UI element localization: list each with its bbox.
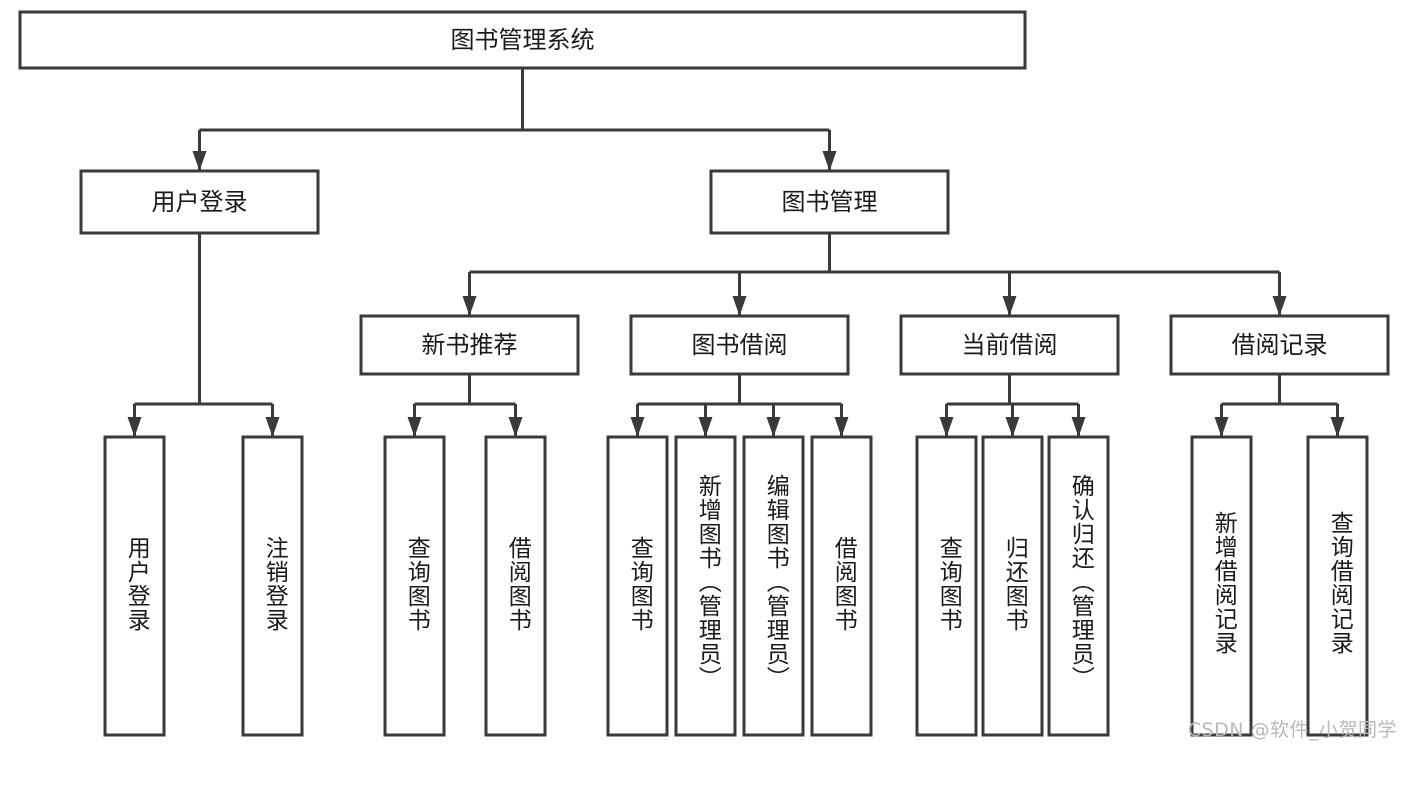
node-box-new-book-recommend[interactable] (359, 314, 580, 376)
arrow-head-icon (1214, 417, 1229, 437)
arrow-head-icon (939, 417, 954, 437)
node-box-book-management[interactable] (709, 169, 950, 235)
arrow-head-icon (834, 417, 849, 437)
arrow-head-icon (1005, 417, 1020, 437)
node-label-current-borrow: 当前借阅 (962, 331, 1058, 359)
node-box-user-login[interactable] (79, 169, 320, 235)
node-box-leaf-add-borrow-record[interactable] (1190, 435, 1253, 737)
node-label-book-borrow: 图书借阅 (692, 331, 788, 359)
csdn-watermark: CSDN @软件_小贺同学 (1187, 719, 1397, 741)
node-label-user-login: 用户登录 (152, 188, 248, 216)
arrow-head-icon (192, 151, 207, 171)
node-box-leaf-query-book-borrow[interactable] (606, 435, 669, 737)
arrow-head-icon (766, 417, 781, 437)
node-label-borrow-record: 借阅记录 (1232, 331, 1328, 359)
node-box-borrow-record[interactable] (1169, 314, 1390, 376)
arrow-head-icon (1330, 417, 1345, 437)
node-box-leaf-user-login[interactable] (103, 435, 166, 737)
node-box-leaf-confirm-return[interactable] (1047, 435, 1110, 737)
node-box-leaf-query-book-rec[interactable] (383, 435, 446, 737)
arrow-head-icon (822, 151, 837, 171)
arrow-head-icon (1071, 417, 1086, 437)
node-box-leaf-query-book-current[interactable] (915, 435, 978, 737)
diagram-canvas: 图书管理系统用户登录图书管理新书推荐图书借阅当前借阅借阅记录 用户登录注销登录查… (18, 10, 1397, 741)
node-box-book-borrow[interactable] (629, 314, 850, 376)
node-box-leaf-user-logout[interactable] (241, 435, 304, 737)
node-box-leaf-borrow-book-rec[interactable] (484, 435, 547, 737)
arrow-head-icon (630, 417, 645, 437)
node-label-book-management: 图书管理 (782, 188, 878, 216)
arrow-head-icon (732, 296, 747, 316)
arrow-head-icon (508, 417, 523, 437)
arrow-head-icon (407, 417, 422, 437)
arrow-head-icon (1272, 296, 1287, 316)
arrow-head-icon (127, 417, 142, 437)
node-box-leaf-add-book[interactable] (674, 435, 737, 737)
node-box-leaf-query-borrow-record[interactable] (1306, 435, 1369, 737)
arrow-head-icon (698, 417, 713, 437)
node-label-new-book-recommend: 新书推荐 (422, 331, 518, 359)
node-box-leaf-borrow-book[interactable] (810, 435, 873, 737)
node-box-root[interactable] (18, 10, 1027, 70)
arrow-head-icon (265, 417, 280, 437)
connector-layer (127, 68, 1345, 437)
node-box-current-borrow[interactable] (899, 314, 1120, 376)
node-label-root: 图书管理系统 (451, 26, 595, 54)
arrow-head-icon (1002, 296, 1017, 316)
node-box-leaf-edit-book[interactable] (742, 435, 805, 737)
arrow-head-icon (462, 296, 477, 316)
node-box-leaf-return-book[interactable] (981, 435, 1044, 737)
